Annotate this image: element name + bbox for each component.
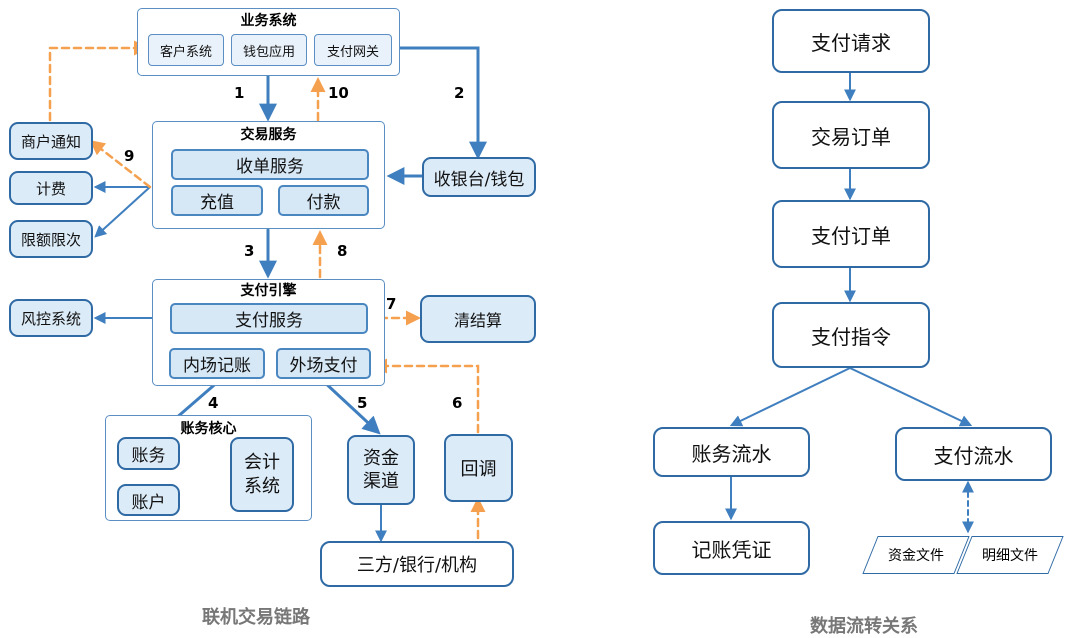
collect-service-node[interactable]: 收单服务	[171, 149, 369, 180]
right-diagram-caption: 数据流转关系	[810, 616, 918, 637]
accounting-system-label: 会计系统	[244, 452, 280, 497]
recharge-node[interactable]: 充值	[171, 185, 263, 216]
internal-accounting-node[interactable]: 内场记账	[169, 348, 265, 379]
fund-file-node[interactable]: 资金文件	[862, 536, 970, 574]
accounting-voucher-node[interactable]: 记账凭证	[653, 521, 810, 575]
left-diagram-caption: 联机交易链路	[202, 607, 310, 628]
fund-file-label: 资金文件	[888, 548, 944, 564]
account-node[interactable]: 账户	[117, 484, 180, 516]
ledger-flow-node[interactable]: 账务流水	[653, 427, 810, 477]
payment-gateway-node[interactable]: 支付网关	[314, 34, 392, 66]
step-label-2: 2	[454, 84, 465, 102]
billing-node[interactable]: 计费	[9, 171, 93, 205]
detail-file-label: 明细文件	[982, 548, 1038, 564]
arrow-instruction-to-payment-flow	[849, 367, 973, 427]
arrow-notify-to-customer	[48, 40, 149, 122]
arrow-6	[372, 358, 480, 434]
limits-node[interactable]: 限额限次	[9, 220, 93, 258]
business-system-title: 业务系统	[240, 13, 297, 29]
step-label-1: 1	[234, 84, 245, 102]
step-label-4: 4	[208, 394, 219, 412]
external-payment-node[interactable]: 外场支付	[276, 348, 371, 379]
trade-order-node[interactable]: 交易订单	[772, 101, 930, 169]
detail-file-node[interactable]: 明细文件	[956, 536, 1064, 574]
arrow-instruction-to-ledger-flow	[729, 367, 851, 427]
payment-request-node[interactable]: 支付请求	[772, 9, 930, 73]
clearing-settlement-node[interactable]: 清结算	[420, 295, 536, 343]
step-label-6: 6	[452, 394, 463, 412]
ledger-node[interactable]: 账务	[117, 437, 180, 470]
arrow-2	[393, 46, 487, 160]
step-label-3: 3	[244, 242, 255, 260]
fund-channel-label: 资金渠道	[363, 447, 399, 492]
customer-system-node[interactable]: 客户系统	[148, 34, 224, 66]
callback-node[interactable]: 回调	[444, 434, 513, 502]
merchant-notify-node[interactable]: 商户通知	[9, 122, 93, 160]
account-core-title: 账务核心	[180, 421, 237, 437]
payment-flow-node[interactable]: 支付流水	[895, 427, 1052, 481]
arrow-5	[320, 378, 381, 435]
step-label-5: 5	[357, 394, 368, 412]
wallet-app-node[interactable]: 钱包应用	[231, 34, 307, 66]
cashier-wallet-node[interactable]: 收银台/钱包	[422, 157, 536, 197]
payment-engine-title: 支付引擎	[240, 283, 297, 299]
payment-instruction-node[interactable]: 支付指令	[772, 302, 930, 368]
arrow-to-limits	[94, 186, 151, 238]
payment-order-node[interactable]: 支付订单	[772, 200, 930, 268]
trade-service-title: 交易服务	[240, 127, 297, 143]
pay-node[interactable]: 付款	[278, 185, 369, 216]
step-label-10: 10	[328, 84, 349, 102]
risk-control-node[interactable]: 风控系统	[9, 299, 93, 337]
step-label-7: 7	[386, 295, 397, 313]
payment-service-node[interactable]: 支付服务	[170, 303, 368, 334]
accounting-system-node[interactable]: 会计系统	[230, 437, 294, 512]
third-party-bank-node[interactable]: 三方/银行/机构	[320, 541, 514, 587]
step-label-8: 8	[337, 242, 348, 260]
step-label-9: 9	[124, 147, 135, 165]
fund-channel-node[interactable]: 资金渠道	[347, 435, 415, 505]
arrow-9	[89, 140, 152, 189]
